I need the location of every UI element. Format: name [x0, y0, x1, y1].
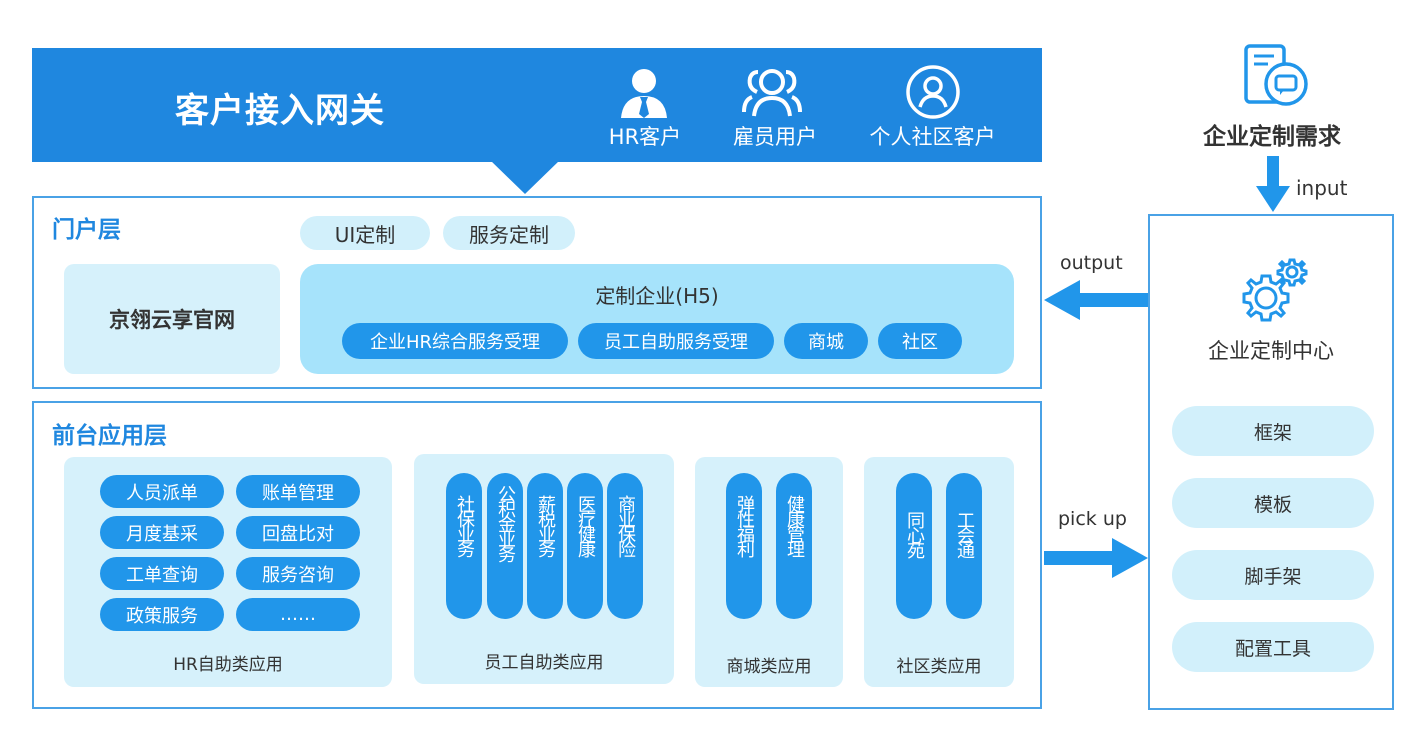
input-arrow-icon	[1256, 156, 1290, 212]
emp-item-insurance: 商业保险	[607, 473, 643, 619]
user-label-community: 个人社区客户	[869, 125, 996, 149]
output-label: output	[1060, 252, 1123, 274]
hr-item-policy: 政策服务	[100, 598, 224, 631]
hr-item-bill: 账单管理	[236, 475, 360, 508]
document-chat-icon	[1244, 44, 1308, 106]
gateway-banner	[32, 48, 1042, 162]
center-item-framework: 框架	[1172, 406, 1374, 456]
h5-item-mall: 商城	[784, 323, 868, 359]
user-label-employee: 雇员用户	[733, 125, 817, 149]
gateway-title: 客户接入网关	[175, 90, 385, 131]
hr-group-caption: HR自助类应用	[173, 654, 283, 675]
emp-item-social: 社保业务	[446, 473, 482, 619]
frontend-layer-title: 前台应用层	[52, 423, 167, 449]
user-label-hr: HR客户	[608, 125, 682, 149]
tag-service-custom: 服务定制	[443, 216, 575, 250]
community-item-union: 工会通	[946, 473, 982, 619]
hr-item-consult: 服务咨询	[236, 557, 360, 590]
gears-icon	[1242, 258, 1308, 322]
pickup-arrow-icon	[1044, 538, 1148, 578]
portal-layer-title: 门户层	[52, 217, 121, 243]
input-label: input	[1296, 176, 1348, 200]
gateway-pointer	[490, 160, 560, 194]
hr-person-icon	[621, 69, 667, 118]
center-item-scaffold: 脚手架	[1172, 550, 1374, 600]
pickup-label: pick up	[1058, 508, 1127, 530]
community-item-tongxinyuan: 同心苑	[896, 473, 932, 619]
hr-item-compare: 回盘比对	[236, 516, 360, 549]
emp-item-tax: 薪税业务	[527, 473, 563, 619]
center-item-config-tool: 配置工具	[1172, 622, 1374, 672]
emp-item-health: 医疗健康	[567, 473, 603, 619]
h5-item-hr-service: 企业HR综合服务受理	[342, 323, 568, 359]
h5-title: 定制企业(H5)	[595, 283, 719, 308]
mall-app-group	[695, 457, 843, 687]
hr-item-ticket: 工单查询	[100, 557, 224, 590]
employee-group-icon	[742, 69, 802, 117]
output-arrow-icon	[1044, 280, 1148, 320]
employee-group-caption: 员工自助类应用	[484, 652, 604, 673]
hr-item-dispatch: 人员派单	[100, 475, 224, 508]
mall-group-caption: 商城类应用	[726, 656, 812, 677]
community-app-group	[864, 457, 1014, 687]
center-item-template: 模板	[1172, 478, 1374, 528]
emp-item-fund: 公积金业务	[487, 473, 523, 619]
center-title: 企业定制中心	[1208, 339, 1334, 363]
requirement-label: 企业定制需求	[1203, 124, 1341, 150]
mall-item-benefit: 弹性福利	[726, 473, 762, 619]
h5-item-employee-service: 员工自助服务受理	[578, 323, 774, 359]
tag-ui-custom: UI定制	[300, 216, 430, 250]
official-site-box: 京翎云享官网	[64, 264, 280, 374]
community-group-caption: 社区类应用	[896, 656, 982, 677]
h5-item-community: 社区	[878, 323, 962, 359]
mall-item-health: 健康管理	[776, 473, 812, 619]
community-user-icon	[906, 65, 960, 119]
hr-item-more: ……	[236, 598, 360, 631]
hr-item-monthly: 月度基采	[100, 516, 224, 549]
